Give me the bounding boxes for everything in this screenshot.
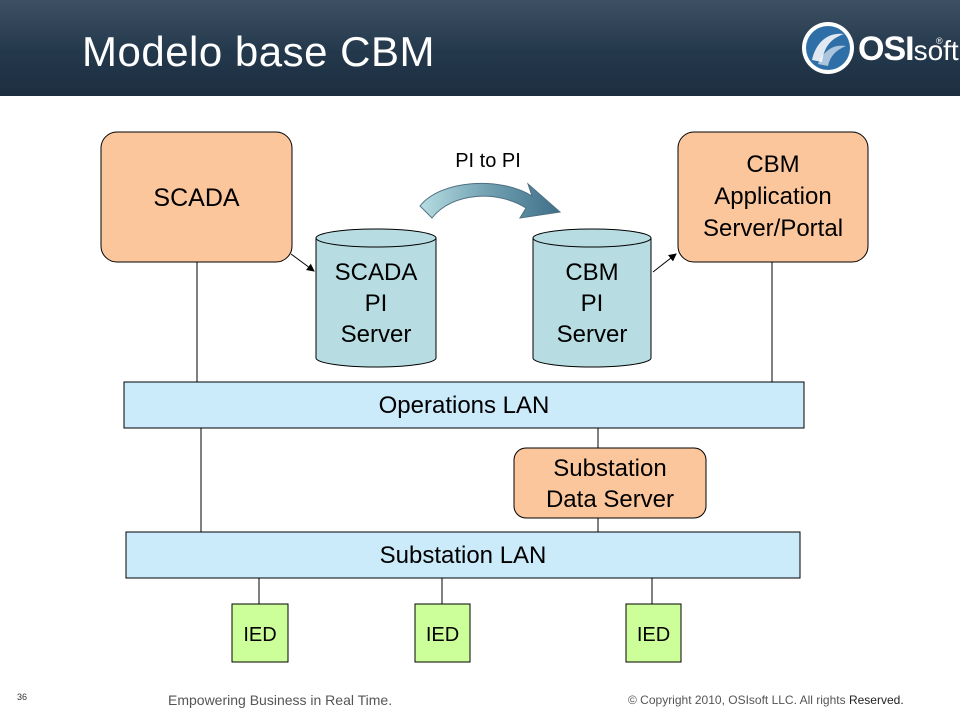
osisoft-logo-icon bbox=[802, 22, 854, 74]
logo-registered-mark: ® bbox=[936, 36, 943, 46]
cbm-pi-server-cylinder bbox=[532, 228, 652, 368]
ied-box-3 bbox=[625, 603, 682, 663]
cbm-app-line2: Application bbox=[714, 183, 831, 210]
sub-data-server-line2: Data Server bbox=[546, 486, 674, 513]
cbm-architecture-diagram: SCADA CBM Application Server/Portal PI t… bbox=[100, 131, 869, 663]
substation-lan-bar bbox=[125, 531, 801, 579]
sub-data-server-line1: Substation bbox=[553, 455, 666, 482]
cbm-application-box bbox=[677, 131, 869, 263]
ied-box-1 bbox=[231, 603, 289, 663]
cbm-app-line1: CBM bbox=[746, 151, 799, 178]
ied-box-2 bbox=[414, 603, 471, 663]
cbm-pi-line2: PI bbox=[581, 290, 604, 317]
cbm-pi-line1: CBM bbox=[565, 259, 618, 286]
scada-pi-line2: PI bbox=[365, 290, 388, 317]
pi-to-pi-curved-arrow-icon bbox=[419, 182, 562, 219]
cbm-app-line3: Server/Portal bbox=[703, 215, 843, 242]
ied-label-1: IED bbox=[243, 624, 276, 646]
footer-tagline: Empowering Business in Real Time. bbox=[168, 694, 393, 708]
cbm-pi-line3: Server bbox=[557, 321, 628, 348]
cbm-pi-to-cbm-app-arrow bbox=[652, 253, 677, 273]
footer-copyright-main: © Copyright 2010, OSIsoft LLC. All right… bbox=[628, 694, 846, 707]
scada-pi-server-cylinder bbox=[315, 228, 437, 368]
page-number: 36 bbox=[17, 692, 28, 702]
scada-to-scada-pi-arrow bbox=[290, 253, 315, 272]
substation-data-server-box bbox=[513, 447, 707, 519]
operations-lan-bar bbox=[123, 381, 805, 429]
scada-pi-line1: SCADA bbox=[335, 259, 418, 286]
slide-header bbox=[0, 0, 960, 96]
operations-lan-label: Operations LAN bbox=[379, 392, 550, 419]
osisoft-logo-text: OSIsoft bbox=[858, 30, 959, 69]
scada-box bbox=[100, 131, 293, 263]
ied-label-3: IED bbox=[637, 624, 670, 646]
ied-label-2: IED bbox=[426, 624, 459, 646]
footer-copyright: © Copyright 2010, OSIsoft LLC. All right… bbox=[628, 694, 904, 708]
pi-to-pi-label: PI to PI bbox=[455, 150, 521, 172]
substation-lan-label: Substation LAN bbox=[380, 542, 547, 569]
scada-label: SCADA bbox=[153, 184, 239, 212]
page-title: Modelo base CBM bbox=[82, 28, 435, 75]
footer-copyright-end: Reserved. bbox=[845, 694, 904, 707]
logo-brand-suffix: soft bbox=[913, 35, 959, 66]
logo-brand: OSI bbox=[858, 30, 915, 68]
scada-pi-line3: Server bbox=[341, 321, 412, 348]
